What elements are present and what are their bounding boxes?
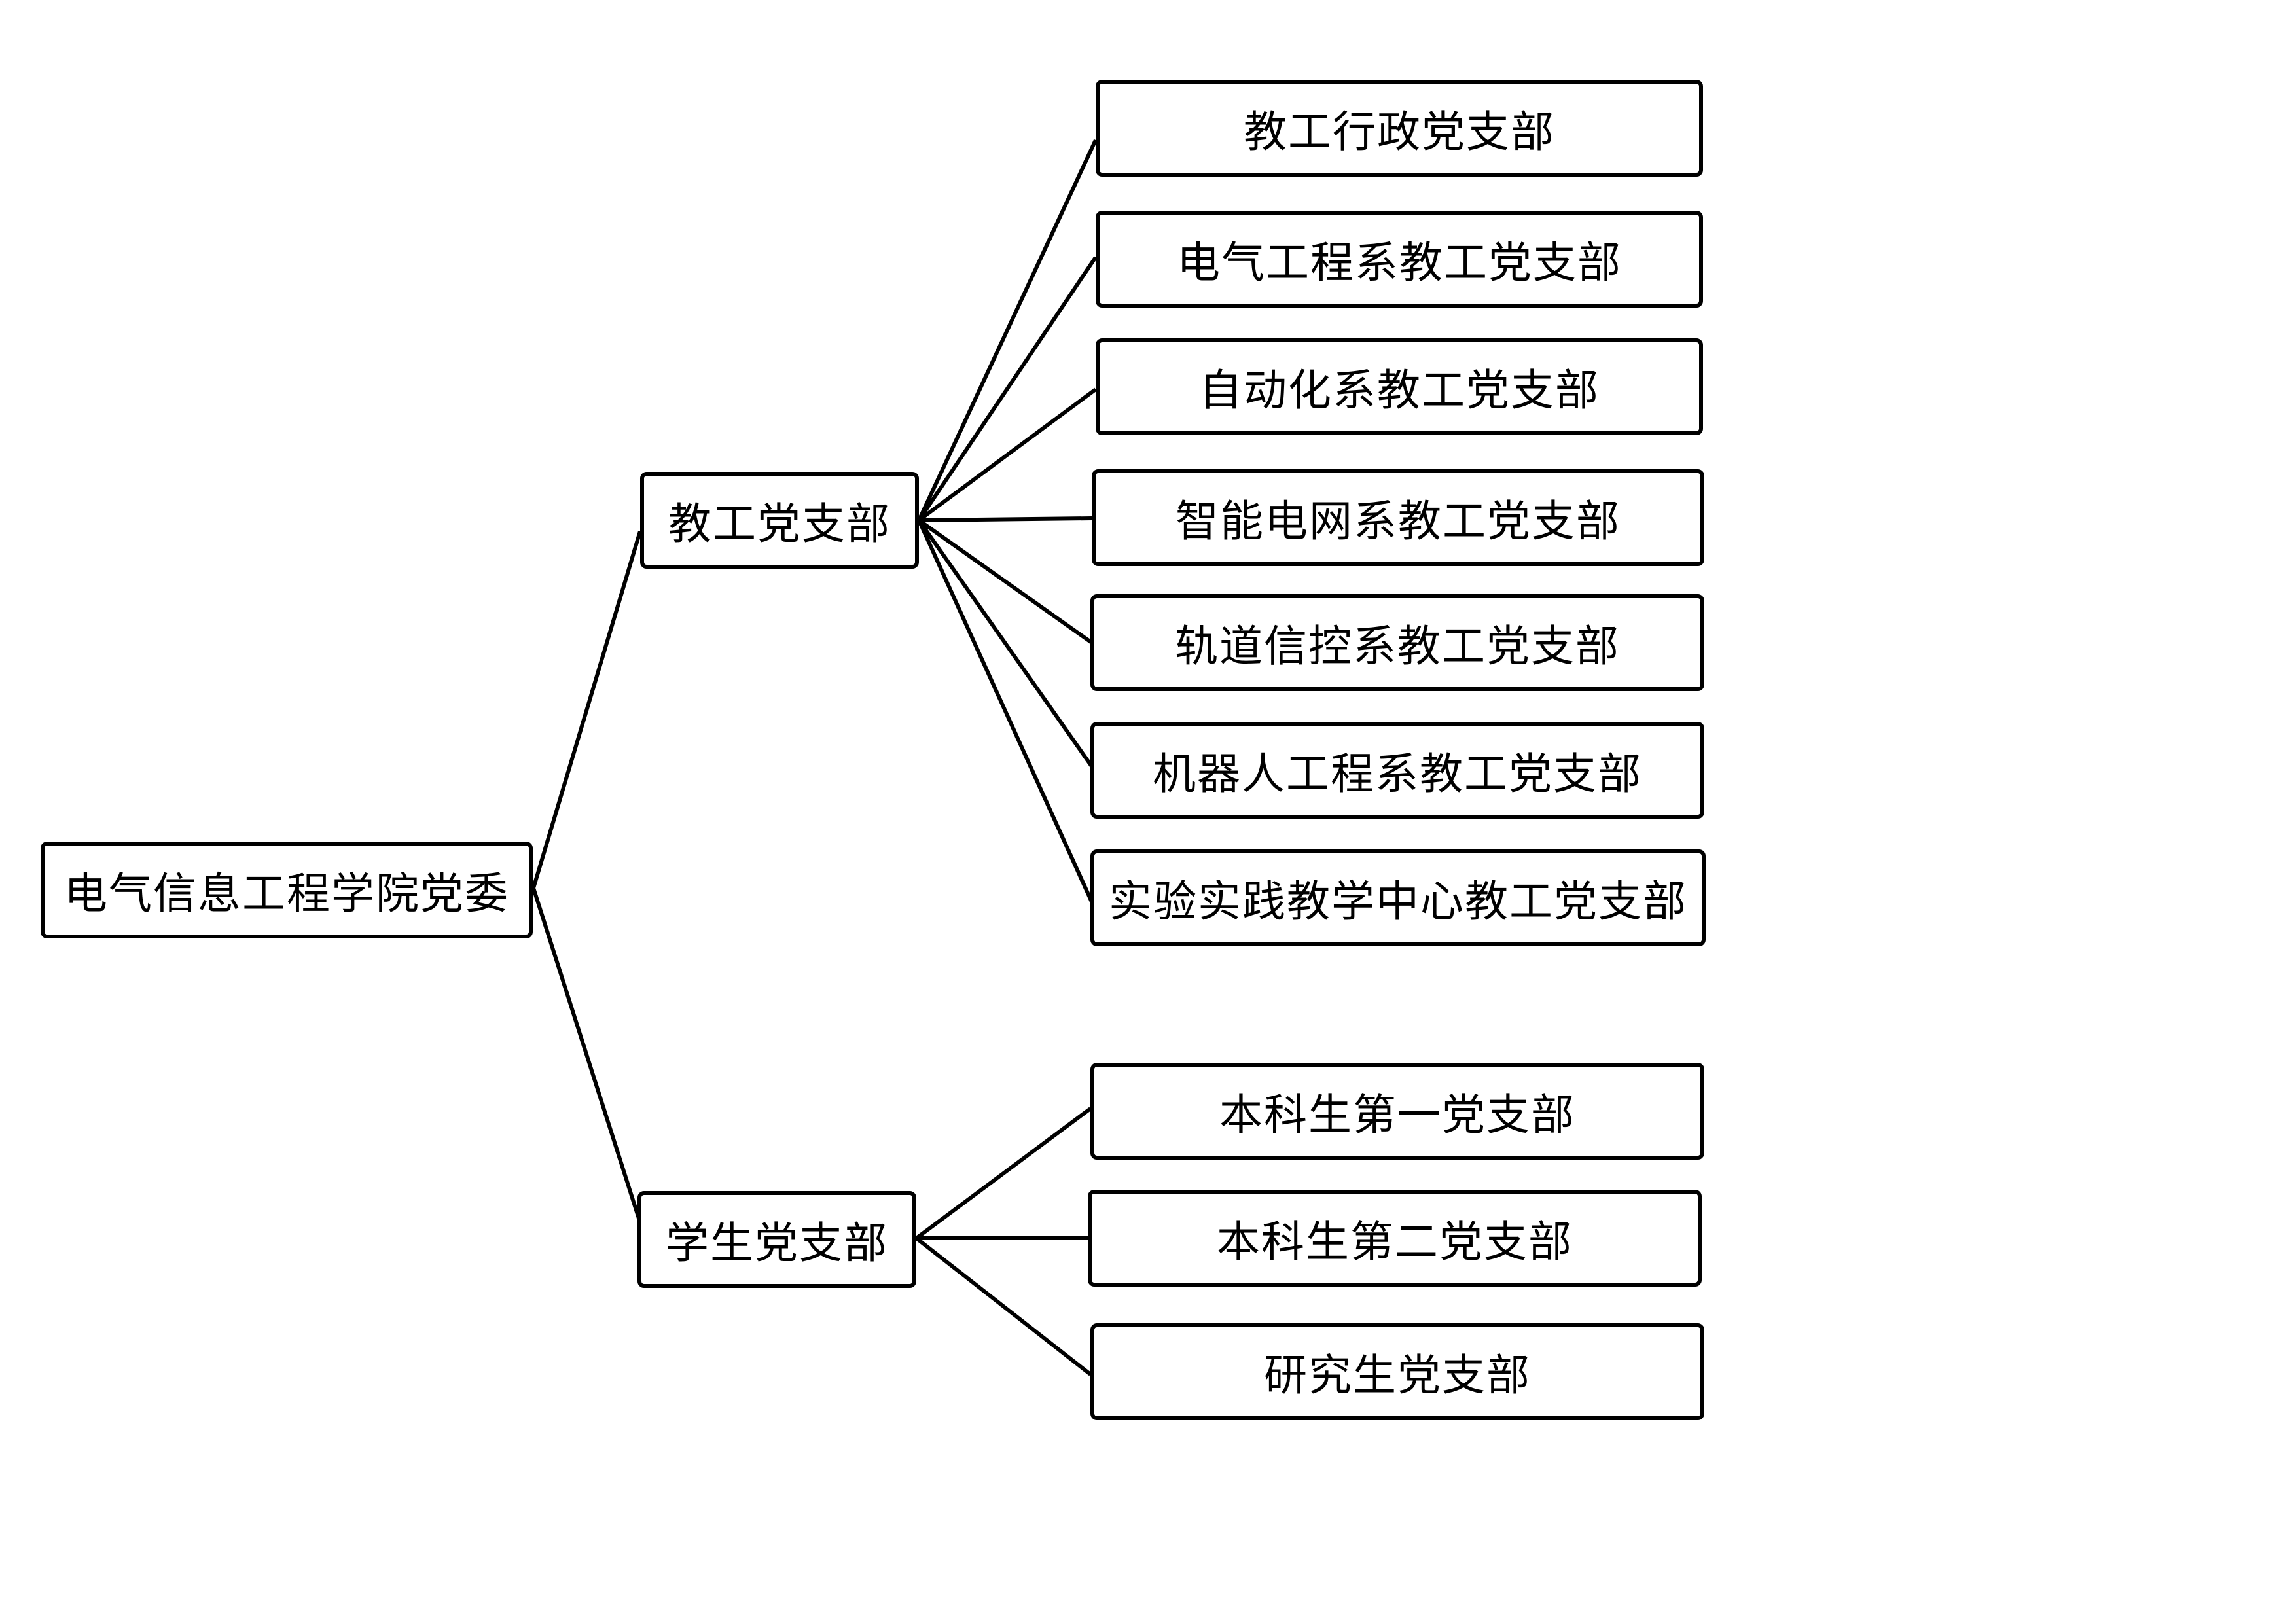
leaf-node: 实验实践教学中心教工党支部 <box>1090 849 1706 946</box>
leaf-node: 自动化系教工党支部 <box>1096 338 1703 435</box>
leaf-node: 电气工程系教工党支部 <box>1096 211 1703 308</box>
root-node: 电气信息工程学院党委 <box>41 842 533 938</box>
leaf-node: 本科生第一党支部 <box>1090 1063 1704 1160</box>
connector-branch-0-child-6 <box>917 519 1094 903</box>
connector-branch-0-child-2 <box>918 387 1097 522</box>
connector-branch-0-child-1 <box>917 256 1098 522</box>
branch-node-student: 学生党支部 <box>637 1191 916 1288</box>
leaf-node: 智能电网系教工党支部 <box>1092 469 1704 566</box>
leaf-node: 机器人工程系教工党支部 <box>1090 722 1704 819</box>
connector-branch-0-child-4 <box>918 518 1093 645</box>
connector-branch-0-child-0 <box>917 139 1098 522</box>
leaf-node: 轨道信控系教工党支部 <box>1090 594 1704 691</box>
connector-branch-1-child-2 <box>915 1236 1092 1376</box>
branch-node-faculty: 教工党支部 <box>640 472 919 569</box>
leaf-node: 教工行政党支部 <box>1096 80 1703 177</box>
leaf-node: 本科生第二党支部 <box>1088 1190 1702 1287</box>
connector-branch-0-child-5 <box>917 519 1094 768</box>
connector-root-to-branch-0 <box>531 531 642 889</box>
connector-root-to-branch-1 <box>531 887 642 1223</box>
connector-branch-0-child-3 <box>918 516 1092 522</box>
leaf-node: 研究生党支部 <box>1090 1323 1704 1420</box>
connector-branch-1-child-0 <box>915 1107 1092 1240</box>
